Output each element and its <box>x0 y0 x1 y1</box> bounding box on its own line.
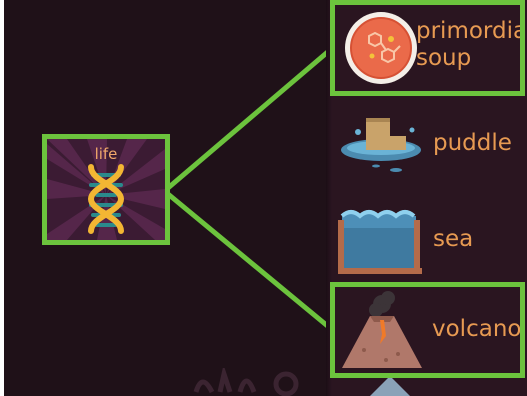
item-label-line-2: soup <box>416 45 472 71</box>
partial-item-icon <box>370 376 410 396</box>
selection-highlight-volcano <box>330 282 525 378</box>
connector-to-primordial-soup <box>166 48 332 190</box>
volcano-icon <box>342 291 422 368</box>
puddle-boot-icon <box>341 118 421 172</box>
list-item-puddle[interactable]: puddle <box>332 96 527 192</box>
connector-lines <box>166 48 332 330</box>
item-label-sea: sea <box>433 226 474 252</box>
game-board: life primordial soup <box>4 0 527 396</box>
list-item-primordial-soup[interactable]: primordial soup <box>332 0 527 96</box>
sea-wave-icon <box>338 210 422 274</box>
panel-shadow <box>326 0 332 396</box>
life-element-tile[interactable]: life <box>42 134 170 245</box>
list-item-volcano[interactable]: volcano <box>332 284 527 380</box>
petri-dish-icon <box>345 12 417 84</box>
item-label-volcano: volcano <box>432 316 522 342</box>
combination-panel[interactable]: primordial soup puddle <box>326 0 527 396</box>
item-label-line-1: primordial <box>416 18 527 44</box>
connector-to-volcano <box>166 192 332 330</box>
faded-background-art <box>193 368 299 396</box>
item-label-primordial-soup: primordial soup <box>416 18 527 72</box>
item-label-puddle: puddle <box>433 130 512 156</box>
dna-helix-icon <box>87 164 125 234</box>
life-element-label: life <box>94 145 118 163</box>
list-item-sea[interactable]: sea <box>332 192 527 288</box>
selection-highlight-primordial-soup <box>330 0 525 96</box>
